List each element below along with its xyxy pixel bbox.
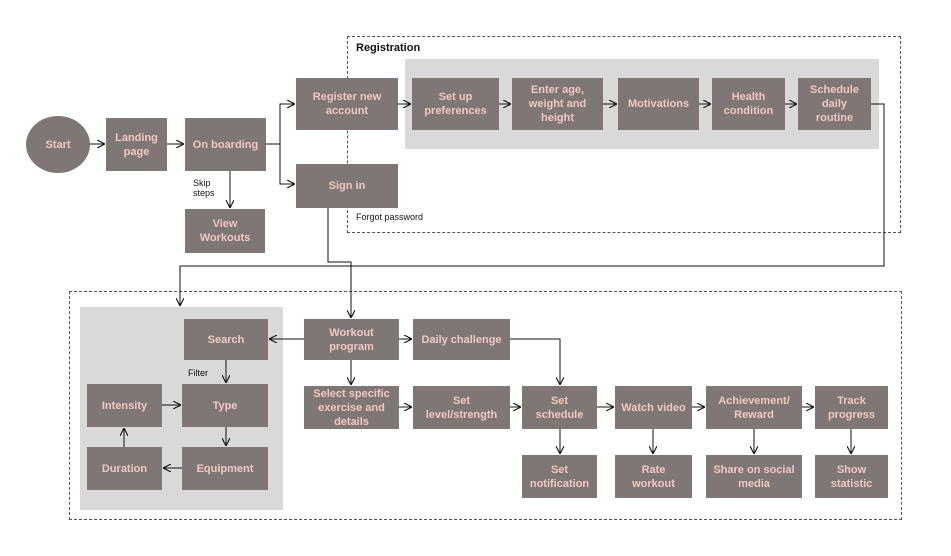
registration-group bbox=[347, 36, 901, 233]
select-exercise-node[interactable]: Select specific exercise and details bbox=[304, 386, 399, 429]
registration-title: Registration bbox=[356, 42, 421, 54]
schedule-routine-node[interactable]: Schedule daily routine bbox=[798, 78, 871, 130]
equipment-node[interactable]: Equipment bbox=[182, 447, 268, 490]
sign-in-node[interactable]: Sign in bbox=[296, 164, 398, 208]
search-node[interactable]: Search bbox=[184, 319, 268, 360]
preferences-node[interactable]: Set up preferences bbox=[412, 78, 499, 130]
edge-onboarding-signin bbox=[279, 144, 294, 184]
set-schedule-node[interactable]: Set schedule bbox=[522, 386, 597, 429]
edge-signin-workout bbox=[327, 208, 351, 317]
duration-node[interactable]: Duration bbox=[87, 447, 162, 490]
view-workouts-node[interactable]: View Workouts bbox=[185, 209, 265, 253]
skip-steps-label: Skip steps bbox=[193, 178, 215, 198]
landing-page-node[interactable]: Landing page bbox=[106, 118, 167, 171]
daily-challenge-node[interactable]: Daily challenge bbox=[413, 319, 510, 360]
track-progress-node[interactable]: Track progress bbox=[815, 386, 888, 429]
edge-schedule-to-filter bbox=[180, 103, 885, 305]
set-notification-node[interactable]: Set notification bbox=[522, 455, 597, 498]
achievement-node[interactable]: Achievement/ Reward bbox=[706, 386, 802, 429]
rate-workout-node[interactable]: Rate workout bbox=[615, 455, 692, 498]
workout-group bbox=[69, 291, 902, 520]
edge-challenge-schedule bbox=[510, 338, 560, 384]
set-level-node[interactable]: Set level/strength bbox=[413, 386, 510, 429]
motivations-node[interactable]: Motivations bbox=[618, 78, 699, 130]
age-weight-height-node[interactable]: Enter age, weight and height bbox=[512, 78, 603, 130]
edge-onboarding-split bbox=[266, 104, 294, 145]
watch-video-node[interactable]: Watch video bbox=[615, 386, 692, 429]
show-statistic-node[interactable]: Show statistic bbox=[815, 455, 888, 498]
onboarding-node[interactable]: On boarding bbox=[185, 118, 266, 171]
share-social-node[interactable]: Share on social media bbox=[706, 455, 802, 498]
filter-label: Filter bbox=[188, 368, 208, 378]
forgot-password-label: Forgot password bbox=[356, 212, 424, 222]
intensity-node[interactable]: Intensity bbox=[87, 384, 162, 427]
register-node[interactable]: Register new account bbox=[296, 78, 398, 130]
type-node[interactable]: Type bbox=[182, 384, 268, 427]
health-condition-node[interactable]: Health condition bbox=[712, 78, 785, 130]
start-node[interactable]: Start bbox=[26, 116, 90, 173]
workout-program-node[interactable]: Workout program bbox=[304, 319, 399, 360]
